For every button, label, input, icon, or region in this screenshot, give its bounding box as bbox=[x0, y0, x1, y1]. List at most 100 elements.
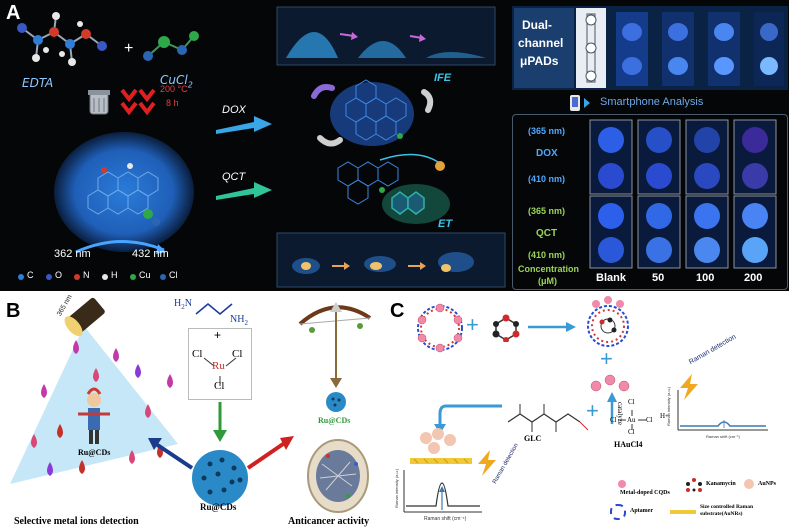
aunps-on-substrate bbox=[410, 428, 472, 464]
legend-o: O bbox=[55, 270, 63, 280]
legend-kanamycin-icon bbox=[686, 478, 702, 492]
qct-arrow-label: QCT bbox=[222, 171, 246, 183]
ru-cds-synthesis-arrows bbox=[148, 402, 294, 506]
ife-label: IFE bbox=[434, 72, 452, 84]
smartphone-analysis-label: Smartphone Analysis bbox=[600, 96, 704, 108]
legend-cqds-swatch bbox=[618, 480, 626, 488]
h-plus: H+ bbox=[660, 412, 670, 420]
ru-center: Ru bbox=[212, 360, 225, 372]
raman-xlabel-large: Raman shift (cm⁻¹) bbox=[424, 516, 467, 522]
legend-o-dot bbox=[46, 274, 52, 280]
ru-cl-left: Cl bbox=[192, 348, 203, 360]
qct-graphene-sheet bbox=[337, 153, 450, 224]
device-line2: channel bbox=[518, 36, 564, 50]
raman-detection-top: Raman detection bbox=[688, 333, 738, 367]
legend-kanamycin: Kanamycin bbox=[706, 481, 736, 487]
lightning-icon-top bbox=[680, 374, 698, 400]
row-qct-label: QCT bbox=[536, 228, 558, 239]
et-label: ET bbox=[438, 218, 453, 230]
legend-substrate: Size controlled Raman substrate(AuNRs) bbox=[700, 504, 754, 517]
device-label-box: Dual- channel μPADs bbox=[514, 8, 574, 88]
col-200: 200 bbox=[744, 272, 763, 284]
panel-b: B 365 nm Ru@CDs H2N NH2 + bbox=[0, 294, 388, 532]
c-reaction-arrow bbox=[528, 322, 576, 332]
legend-substrate-swatch bbox=[670, 510, 696, 514]
ru-complex-box bbox=[188, 328, 252, 400]
legend-n: N bbox=[83, 270, 90, 280]
row-qct-365: (365 nm) bbox=[528, 206, 566, 216]
legend-n-dot bbox=[74, 274, 80, 280]
col-100: 100 bbox=[696, 272, 715, 284]
dox-arrow-label: DOX bbox=[222, 104, 246, 116]
legend-aptamer-swatch bbox=[610, 504, 626, 520]
raman-ylabel-small: Raman intensity (a.u.) bbox=[666, 386, 671, 426]
row-dox-label: DOX bbox=[536, 148, 558, 159]
anticancer-caption: Anticancer activity bbox=[288, 516, 370, 527]
legend-cu-dot bbox=[130, 274, 136, 280]
released-cqds bbox=[590, 374, 630, 392]
panel-c: C + + catalyze GLC + bbox=[388, 294, 789, 532]
excitation-wavelength: 362 nm bbox=[54, 248, 91, 260]
cancer-cell-icon bbox=[307, 439, 369, 513]
legend-cl: Cl bbox=[169, 270, 178, 280]
ru-plus: + bbox=[214, 328, 222, 342]
au-center: Au bbox=[627, 416, 636, 424]
dox-graphene-sheet bbox=[311, 79, 434, 147]
kanamycin-icon bbox=[492, 314, 520, 342]
legend-aptamer: Aptamer bbox=[630, 508, 653, 514]
panel-a: A EDTA + CuCl2 200 °C 8 h bbox=[0, 0, 789, 291]
edta-label: EDTA bbox=[22, 76, 54, 90]
cqd-kanamycin-complex bbox=[587, 296, 629, 347]
temperature-label: 200 °C bbox=[160, 84, 188, 94]
et-images-box bbox=[276, 232, 506, 288]
ru-cds-right-label: Ru@CDs bbox=[318, 416, 351, 425]
dox-arrow-icon bbox=[216, 116, 272, 134]
ru-cds-small-dot bbox=[326, 392, 346, 412]
qct-arrow-icon bbox=[216, 182, 272, 200]
cqd-aptamer-cluster bbox=[417, 303, 463, 353]
emission-curve-arrow bbox=[75, 240, 166, 254]
ru-cds-center-label: Ru@CDs bbox=[200, 502, 237, 512]
cucl2-molecule-icon bbox=[143, 31, 199, 61]
legend-h: H bbox=[111, 270, 118, 280]
precursor-plus: + bbox=[124, 40, 134, 57]
bow-arrow-icon bbox=[298, 302, 372, 388]
panel-a-letter: A bbox=[6, 2, 21, 24]
ru-complex-bonds bbox=[203, 357, 237, 386]
diamine-left: H2N bbox=[174, 298, 192, 311]
autoclave-icon bbox=[88, 90, 110, 115]
heating-chevrons-icon bbox=[120, 88, 156, 116]
ru-cl-bottom: Cl bbox=[214, 380, 225, 392]
legend-cl-dot bbox=[160, 274, 166, 280]
grid-row-dox: (365 nm) DOX (410 nm) bbox=[514, 126, 584, 184]
haucl4-label: HAuCl4 bbox=[614, 440, 643, 449]
metal-ion-drops bbox=[31, 340, 173, 476]
ethylenediamine-structure bbox=[195, 303, 233, 315]
c-plus-1: + bbox=[466, 312, 479, 337]
legend-aunps-swatch bbox=[744, 479, 754, 489]
au-cl-right: Cl bbox=[646, 416, 653, 424]
device-line1: Dual- bbox=[522, 18, 552, 32]
concentration-label: Concentration bbox=[518, 264, 580, 274]
carbon-dot-illustration bbox=[54, 132, 194, 252]
diamine-right: NH2 bbox=[230, 314, 248, 327]
smartphone-icon bbox=[570, 95, 590, 111]
catalyze-arrow bbox=[607, 392, 617, 424]
emission-wavelength: 432 nm bbox=[132, 248, 169, 260]
legend-aunps: AuNPs bbox=[758, 481, 777, 487]
edta-molecule-icon bbox=[17, 12, 107, 66]
legend-c: C bbox=[27, 270, 34, 280]
col-50: 50 bbox=[652, 272, 665, 284]
au-cl-top: Cl bbox=[628, 398, 635, 406]
c-legend: Metal-doped CQDs Kanamycin AuNPs Aptamer… bbox=[606, 478, 786, 528]
haucl4-structure bbox=[618, 410, 646, 430]
grid-row-qct: (365 nm) QCT (410 nm) bbox=[514, 206, 584, 262]
concentration-unit: (μM) bbox=[538, 276, 557, 286]
ru-cl-right: Cl bbox=[232, 348, 243, 360]
legend-cqds: Metal-doped CQDs bbox=[620, 490, 670, 496]
c-plus-3: + bbox=[586, 398, 599, 423]
row-dox-365: (365 nm) bbox=[528, 126, 566, 136]
col-blank: Blank bbox=[596, 272, 626, 284]
raman-plot-small bbox=[677, 390, 768, 431]
ife-spectra-box bbox=[276, 6, 496, 66]
